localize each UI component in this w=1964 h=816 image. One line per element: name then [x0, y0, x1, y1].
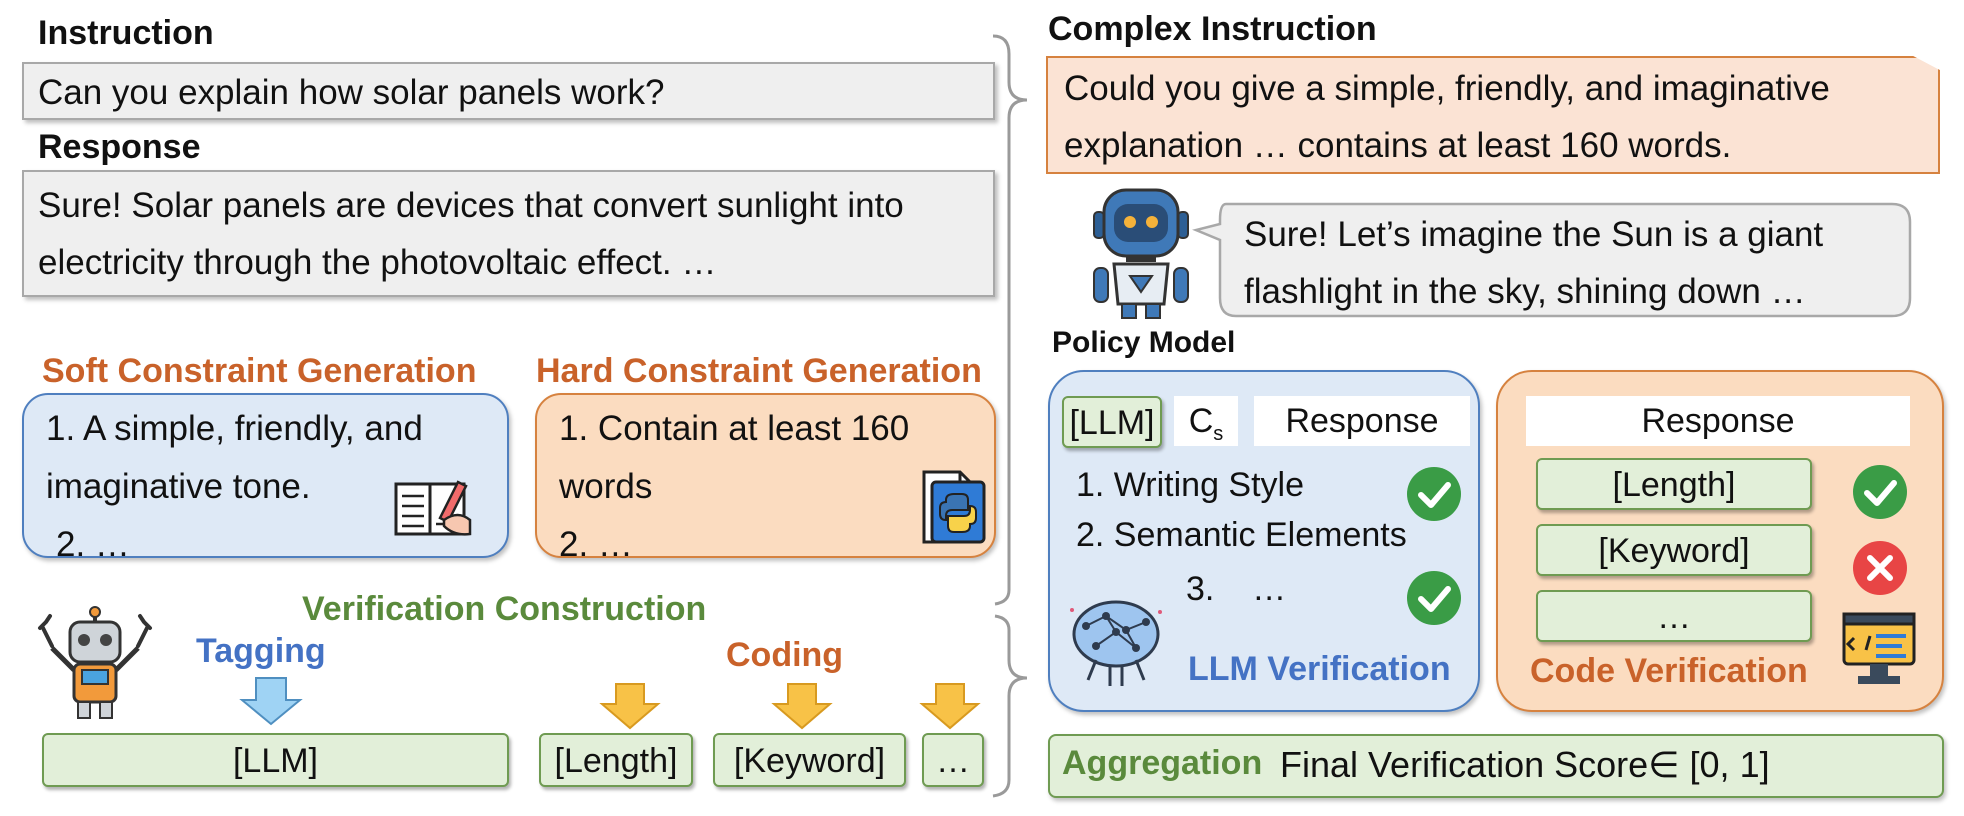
check-icon — [1407, 571, 1461, 625]
python-file-icon — [922, 470, 986, 544]
soft-line-1: 1. A simple, friendly, and — [46, 409, 423, 448]
more-arrow-icon — [919, 683, 981, 730]
robot-icon — [38, 606, 152, 719]
hard-constraint-box: 1. Contain at least 160 words 2. … — [535, 393, 996, 564]
instruction-box: Can you explain how solar panels work? — [22, 62, 995, 120]
response-line-2: electricity through the photovoltaic eff… — [38, 243, 717, 282]
cs-main: C — [1188, 402, 1214, 440]
tagging-label: Tagging — [196, 632, 326, 670]
instruction-title: Instruction — [38, 14, 214, 52]
speech-bubble-shape — [1192, 202, 1912, 318]
aggregation-text: Final Verification Score∈ [0, 1] — [1280, 744, 1770, 785]
policy-robot-icon — [1093, 188, 1189, 319]
policy-model-label: Policy Model — [1052, 326, 1236, 359]
check-icon — [1853, 465, 1907, 519]
instruction-text: Can you explain how solar panels work? — [38, 73, 665, 112]
bubble-line-1: Sure! Let’s imagine the Sun is a giant — [1244, 215, 1824, 254]
complex-instruction-box: Could you give a simple, friendly, and i… — [1046, 56, 1940, 174]
keyword-arrow-icon — [771, 683, 833, 730]
tag-length-pill: [Length] — [539, 733, 693, 787]
brace-connector — [992, 34, 1028, 798]
coding-label: Coding — [726, 636, 844, 674]
verification-construction-title: Verification Construction — [302, 590, 707, 628]
aggregation-label: Aggregation — [1062, 744, 1263, 782]
code-keyword-pill: [Keyword] — [1536, 524, 1812, 576]
complex-instruction-title: Complex Instruction — [1048, 10, 1377, 48]
soft-constraint-title: Soft Constraint Generation — [42, 352, 477, 390]
bubble-line-2: flashlight in the sky, shining down … — [1244, 272, 1806, 311]
response-box: Sure! Solar panels are devices that conv… — [22, 170, 995, 297]
cs-cell: Cs — [1174, 396, 1238, 446]
response-title: Response — [38, 128, 201, 166]
response-line-1: Sure! Solar panels are devices that conv… — [38, 186, 904, 225]
llm-tag-pill: [LLM] — [1062, 396, 1162, 448]
tag-keyword-pill: [Keyword] — [713, 733, 906, 787]
llm-item-2: 2. Semantic Elements — [1076, 516, 1407, 554]
llm-response-cell: Response — [1254, 396, 1470, 446]
check-icon — [1407, 467, 1461, 521]
code-monitor-icon — [1842, 612, 1916, 684]
cross-icon — [1853, 541, 1907, 595]
tag-llm-pill: [LLM] — [42, 733, 509, 787]
writing-icon — [394, 480, 472, 536]
complex-line-2: explanation … contains at least 160 word… — [1064, 126, 1732, 165]
hard-line-3: 2. … — [559, 525, 633, 564]
soft-line-2: imaginative tone. — [46, 467, 311, 506]
tag-more-pill: … — [922, 733, 984, 787]
tagging-arrow-icon — [239, 677, 303, 726]
soft-constraint-box: 1. A simple, friendly, and imaginative t… — [22, 393, 509, 564]
llm-verification-label: LLM Verification — [1188, 650, 1451, 688]
aggregation-box: Aggregation Final Verification Score∈ [0… — [1048, 734, 1944, 798]
llm-item-3: 3. … — [1186, 570, 1287, 608]
soft-line-3: 2. … — [56, 525, 130, 564]
code-length-pill: [Length] — [1536, 458, 1812, 510]
complex-line-1: Could you give a simple, friendly, and i… — [1064, 69, 1830, 108]
cs-sub: s — [1213, 422, 1224, 445]
brain-icon — [1070, 600, 1162, 686]
code-more-pill: … — [1536, 590, 1812, 642]
hard-line-1: 1. Contain at least 160 — [559, 409, 910, 448]
policy-response-bubble: Sure! Let’s imagine the Sun is a giant f… — [1244, 206, 1823, 320]
length-arrow-icon — [599, 683, 661, 730]
hard-constraint-title: Hard Constraint Generation — [536, 352, 982, 390]
hard-line-2: words — [559, 467, 653, 506]
code-response-cell: Response — [1526, 396, 1910, 446]
llm-item-1: 1. Writing Style — [1076, 466, 1305, 504]
code-verification-label: Code Verification — [1530, 652, 1808, 690]
